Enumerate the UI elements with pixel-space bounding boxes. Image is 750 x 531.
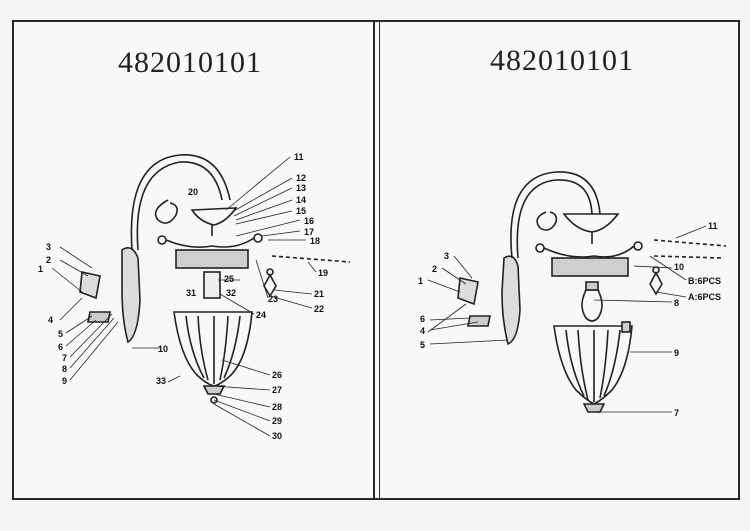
r-callout-5: 5 bbox=[420, 340, 425, 350]
callout-13: 13 bbox=[296, 183, 306, 193]
callout-3: 3 bbox=[46, 242, 51, 252]
callout-6: 6 bbox=[58, 342, 63, 352]
callout-12: 12 bbox=[296, 173, 306, 183]
crystal-note-b: B:6PCS bbox=[688, 276, 721, 286]
callout-5: 5 bbox=[58, 329, 63, 339]
callout-32: 32 bbox=[226, 288, 236, 298]
left-model-number: 482010101 bbox=[118, 46, 262, 79]
callout-25: 25 bbox=[224, 274, 234, 284]
r-callout-2: 2 bbox=[432, 264, 437, 274]
callout-10: 10 bbox=[158, 344, 168, 354]
callout-14: 14 bbox=[296, 195, 306, 205]
panel-divider-inner bbox=[379, 20, 380, 500]
right-leader-lines bbox=[427, 225, 707, 413]
callout-26: 26 bbox=[272, 370, 282, 380]
callout-30: 30 bbox=[272, 431, 282, 441]
callout-29: 29 bbox=[272, 416, 282, 426]
callout-33: 33 bbox=[156, 376, 166, 386]
callout-31: 31 bbox=[186, 288, 196, 298]
callout-15: 15 bbox=[296, 206, 306, 216]
panel-divider bbox=[373, 20, 375, 500]
right-model-number: 482010101 bbox=[490, 44, 634, 77]
r-callout-6: 6 bbox=[420, 314, 425, 324]
callout-28: 28 bbox=[272, 402, 282, 412]
callout-24: 24 bbox=[256, 310, 266, 320]
callout-11: 11 bbox=[294, 152, 304, 162]
callout-1: 1 bbox=[38, 264, 43, 274]
callout-8: 8 bbox=[62, 364, 67, 374]
r-callout-10: 10 bbox=[674, 262, 684, 272]
callout-19: 19 bbox=[318, 268, 328, 278]
callout-18: 18 bbox=[310, 236, 320, 246]
r-callout-11: 11 bbox=[708, 221, 718, 231]
left-callout-labels: 3 2 1 4 5 6 7 8 9 10 11 12 13 14 15 16 1… bbox=[38, 152, 328, 441]
callout-21: 21 bbox=[314, 289, 324, 299]
r-callout-3: 3 bbox=[444, 251, 449, 261]
callout-7: 7 bbox=[62, 353, 67, 363]
crystal-note-a: A:6PCS bbox=[688, 292, 721, 302]
r-callout-7: 7 bbox=[674, 408, 679, 418]
callout-9: 9 bbox=[62, 376, 67, 386]
left-exploded-drawing bbox=[79, 154, 351, 404]
r-callout-8: 8 bbox=[674, 298, 679, 308]
callout-22: 22 bbox=[314, 304, 324, 314]
callout-17: 17 bbox=[304, 227, 314, 237]
r-callout-4: 4 bbox=[420, 326, 425, 336]
right-callout-labels: 1 2 3 4 5 6 7 8 9 10 11 B:6PCS A:6PCS bbox=[418, 221, 721, 418]
callout-27: 27 bbox=[272, 385, 282, 395]
r-callout-1: 1 bbox=[418, 276, 423, 286]
callout-20: 20 bbox=[188, 187, 198, 197]
callout-4: 4 bbox=[48, 315, 53, 325]
right-assembled-drawing bbox=[457, 171, 727, 413]
callout-2: 2 bbox=[46, 255, 51, 265]
callout-16: 16 bbox=[304, 216, 314, 226]
left-leader-lines bbox=[51, 156, 317, 437]
r-callout-9: 9 bbox=[674, 348, 679, 358]
callout-23: 23 bbox=[268, 294, 278, 304]
